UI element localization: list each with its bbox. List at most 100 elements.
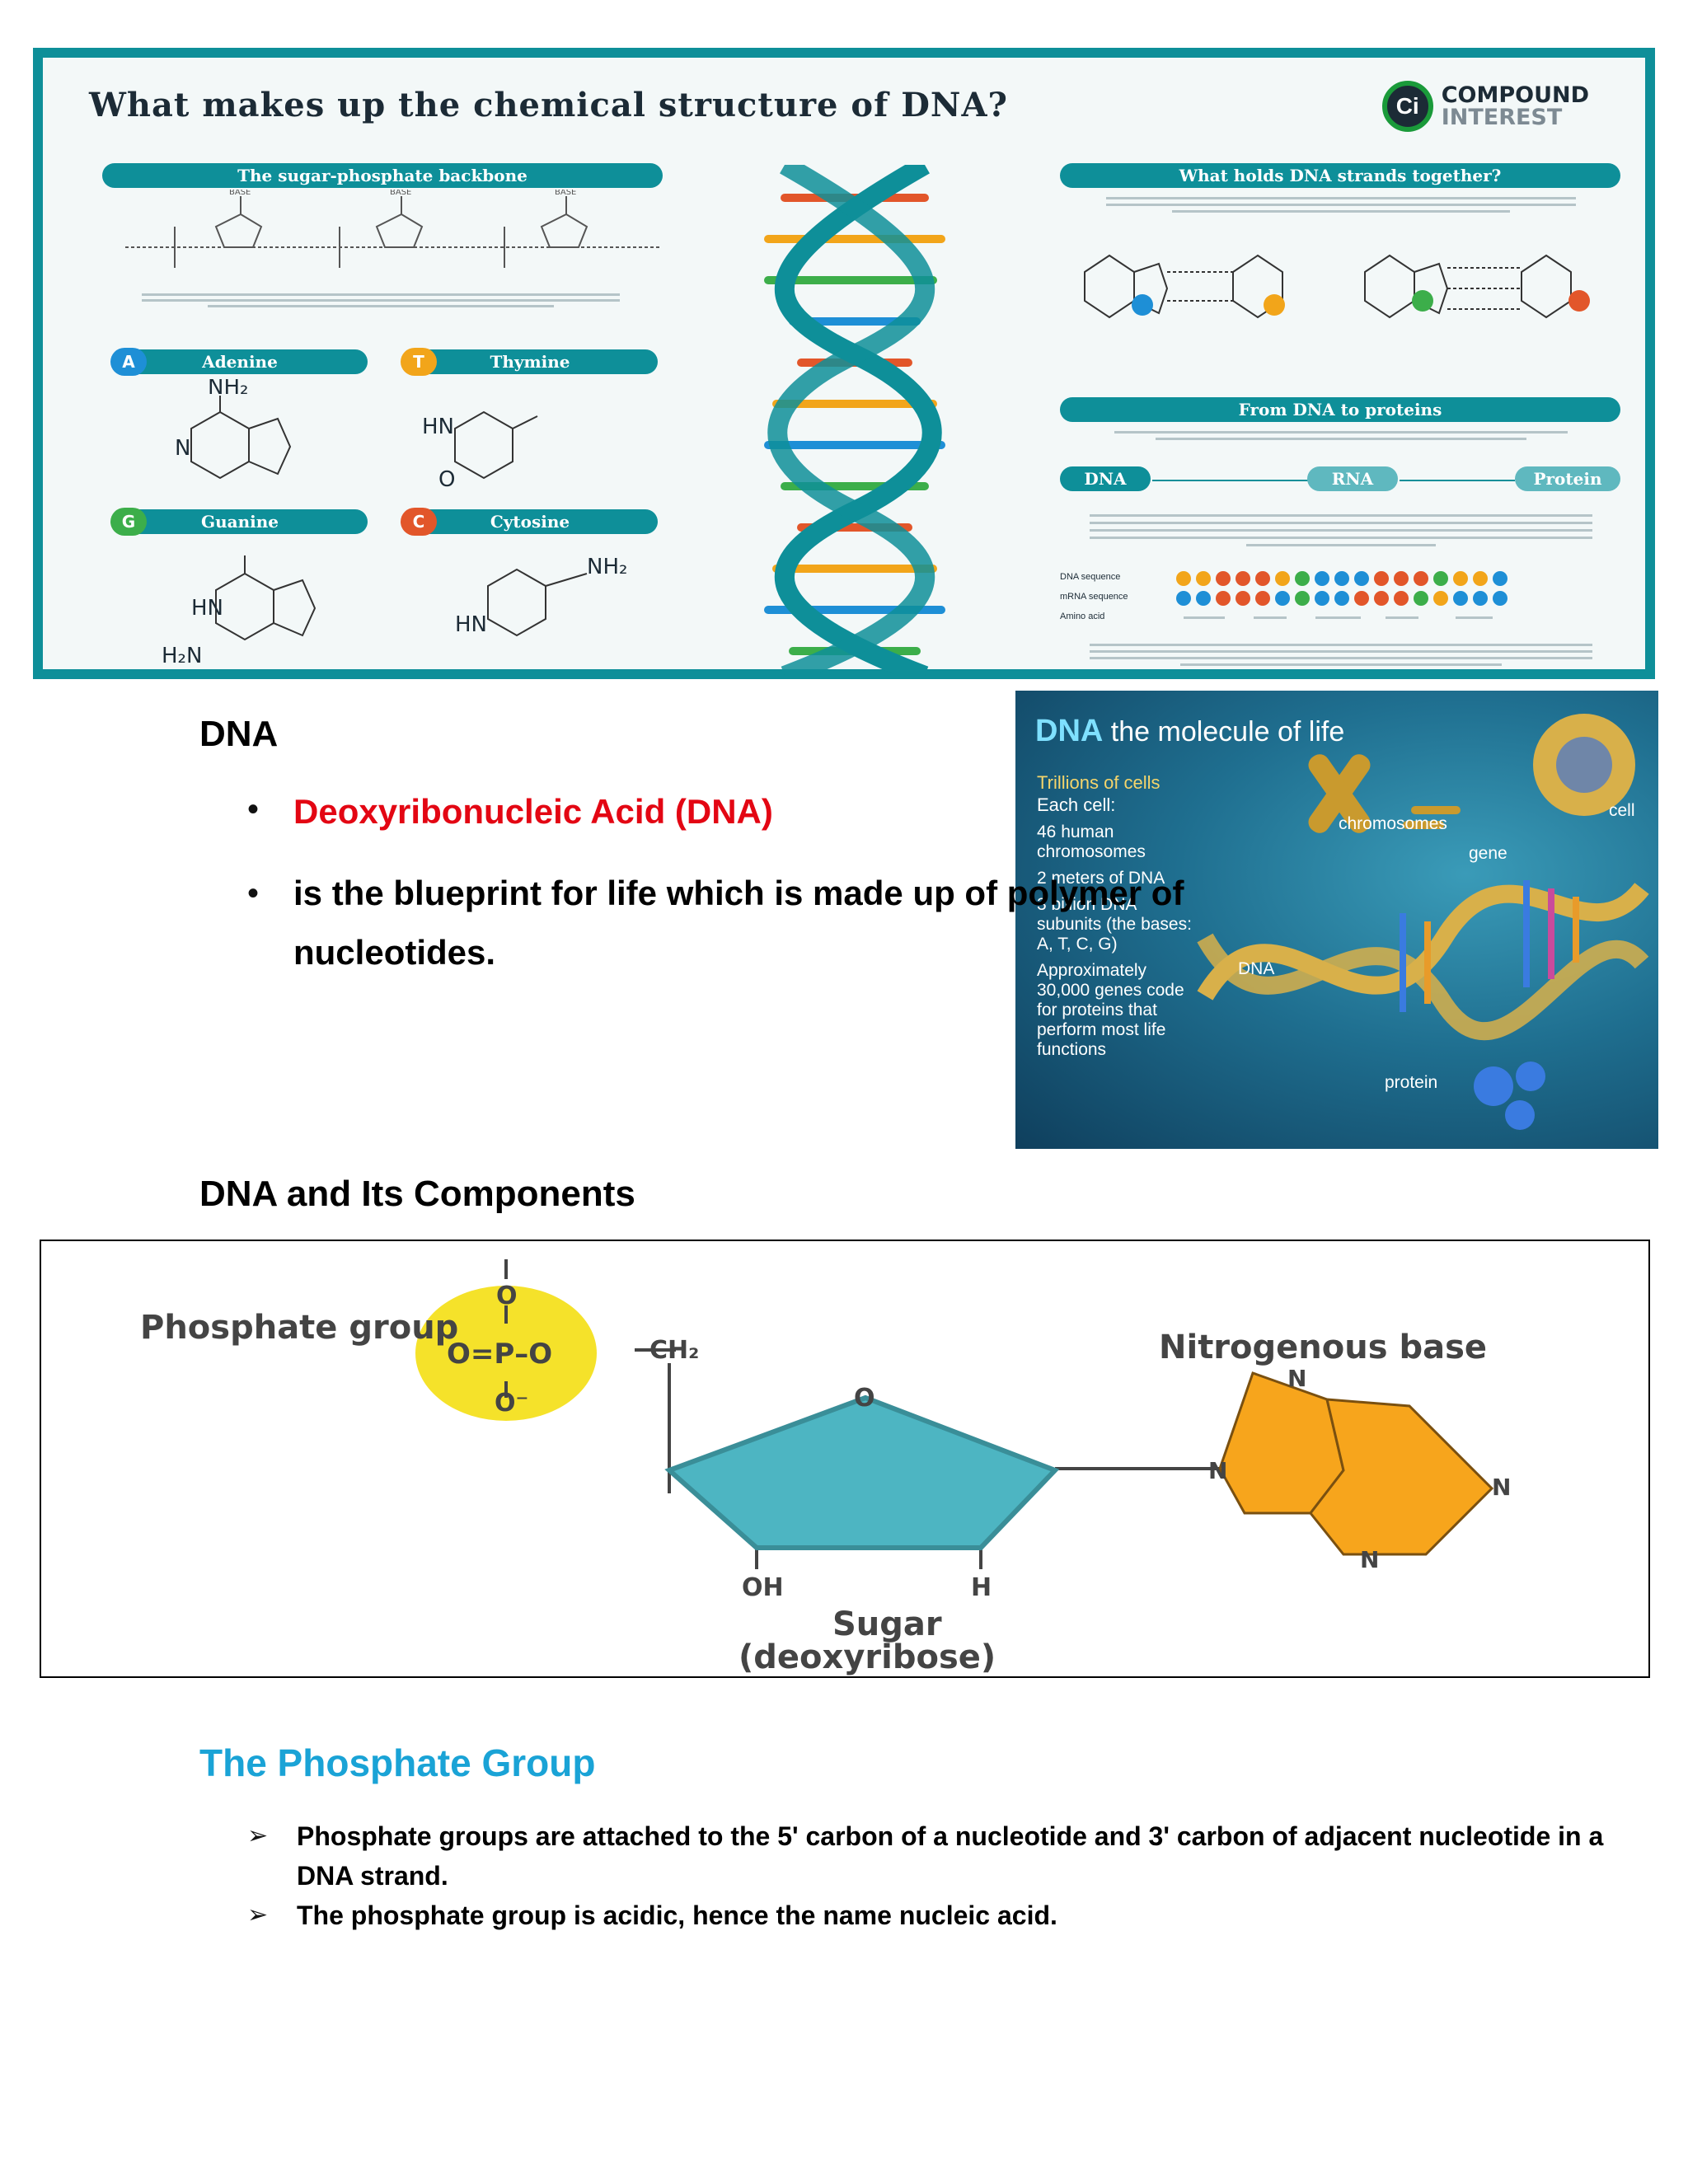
base-n-label: N [1287, 1365, 1306, 1392]
base-n-label: N [1492, 1474, 1511, 1501]
flow-protein: Protein [1515, 466, 1620, 491]
backbone-heading: The sugar-phosphate backbone [102, 163, 663, 188]
h-label: H [971, 1573, 992, 1602]
phosphate-heading: The Phosphate Group [199, 1741, 596, 1784]
guanine-cytosine-structures: H₂N HN NH₂ HN [162, 555, 627, 668]
sugar-sub-label: (deoxyribose) [738, 1638, 996, 1676]
backbone-base-label: BASE [229, 190, 251, 197]
base-n-label: N [1208, 1457, 1227, 1484]
phosphate-formula: O=P–O [447, 1338, 552, 1371]
adenine-thymine-structures: NH₂ HN N O [175, 379, 538, 492]
brand-mark: Ci [1381, 81, 1433, 132]
brand-line1: COMPOUND [1441, 82, 1589, 108]
phosphate-point-1: ➢ Phosphate groups are attached to the 5… [247, 1816, 1607, 1896]
life-illustration [1197, 714, 1649, 1130]
label-gene: gene [1469, 844, 1507, 863]
dna-sequence-label: DNA sequence [1060, 572, 1121, 582]
pairing-heading: What holds DNA strands together? [1060, 163, 1620, 188]
phosphate-point-1-text: Phosphate groups are attached to the 5' … [297, 1821, 1604, 1891]
life-intro: Trillions of cells Each cell: [1037, 771, 1160, 816]
proteins-heading: From DNA to proteins [1060, 397, 1620, 422]
nitrogenous-base-label: Nitrogenous base [1159, 1329, 1487, 1366]
proteins-caption-lines [1081, 427, 1601, 444]
infographic-title: What makes up the chemical structure of … [89, 86, 1008, 124]
label-nh2: NH₂ [208, 379, 248, 400]
amino-acid-label: Amino acid [1060, 612, 1105, 621]
life-item: 46 human chromosomes [1037, 823, 1146, 861]
label-hn: HN [422, 415, 454, 439]
arrow-bullet-icon: ➢ [247, 1901, 269, 1929]
life-item: Approximately 30,000 genes code for prot… [1037, 961, 1184, 1059]
nucleotide-components-figure: Phosphate group O=P–O O O⁻ CH₂ Nitrogeno… [40, 1240, 1650, 1678]
dna-bullet-2-text: is the blueprint for life which is made … [293, 874, 1184, 972]
brand-line2: INTEREST [1441, 105, 1563, 130]
life-title-bold: DNA [1035, 714, 1104, 748]
nucleotide-diagram: Phosphate group O=P–O O O⁻ CH₂ Nitrogeno… [140, 1259, 1511, 1676]
dna-bullet-2: • is the blueprint for life which is mad… [247, 864, 1365, 982]
base-name-thymine: Thymine [490, 352, 570, 372]
label-protein: protein [1385, 1073, 1438, 1092]
base-letter-a: A [110, 348, 147, 376]
double-helix [764, 165, 945, 676]
label-cell: cell [1609, 801, 1635, 820]
infographic-panel: What makes up the chemical structure of … [43, 58, 1645, 676]
bullet-icon: • [247, 875, 260, 912]
label-n: N [175, 436, 190, 461]
base-pill-thymine: T Thymine [401, 348, 658, 376]
bullet-icon: • [247, 791, 260, 827]
dna-bullet-1: • Deoxyribonucleic Acid (DNA) [247, 791, 773, 832]
label-h2n: H₂N [162, 644, 202, 668]
ribosome-caption-lines [1081, 640, 1601, 670]
life-title: DNA the molecule of life [1035, 714, 1344, 749]
sugar-label: Sugar [832, 1605, 942, 1643]
components-heading: DNA and Its Components [199, 1174, 635, 1214]
brand-logo: Ci COMPOUND INTEREST [1381, 81, 1589, 132]
ring-oxygen-label: O [854, 1384, 875, 1413]
label-nh2: NH₂ [587, 555, 627, 579]
base-pill-guanine: G Guanine [110, 508, 368, 536]
dna-infographic: What makes up the chemical structure of … [33, 48, 1655, 679]
label-hn: HN [455, 612, 487, 637]
base-letter-t: T [401, 348, 437, 376]
dna-bullet-1-text: Deoxyribonucleic Acid (DNA) [293, 792, 773, 831]
phosphate-point-2: ➢ The phosphate group is acidic, hence t… [247, 1896, 1607, 1935]
dna-rna-protein-flow: DNA RNA Protein [1060, 466, 1620, 494]
flow-rna: RNA [1307, 466, 1398, 491]
mrna-sequence-label: mRNA sequence [1060, 592, 1128, 602]
base-pairing-diagram [1084, 254, 1590, 319]
base-letter-c: C [401, 508, 437, 536]
life-list: 46 human chromosomes 2 meters of DNA 3 b… [1037, 823, 1202, 1066]
label-o: O [438, 467, 455, 492]
backbone-base-label: BASE [555, 190, 576, 197]
life-item: 3 billion DNA subunits (the bases: A, T,… [1037, 895, 1192, 954]
base-pill-cytosine: C Cytosine [401, 508, 658, 536]
label-dna: DNA [1238, 959, 1275, 978]
phosphate-point-2-text: The phosphate group is acidic, hence the… [297, 1900, 1057, 1930]
enzyme-caption-lines [1081, 509, 1601, 551]
base-n-label: N [1360, 1546, 1379, 1573]
sequence-dots [1176, 571, 1507, 619]
life-item: 2 meters of DNA [1037, 869, 1165, 888]
label-hn: HN [191, 596, 223, 621]
flow-dna: DNA [1060, 466, 1151, 491]
oh-label: OH [742, 1573, 784, 1602]
base-pill-adenine: A Adenine [110, 348, 368, 376]
life-line1: Trillions of cells [1037, 772, 1160, 793]
base-name-cytosine: Cytosine [490, 512, 570, 532]
label-chromosomes: chromosomes [1339, 814, 1447, 833]
pairing-caption-lines [1081, 193, 1601, 217]
arrow-bullet-icon: ➢ [247, 1822, 269, 1849]
life-line2: Each cell: [1037, 794, 1116, 815]
base-name-guanine: Guanine [201, 512, 279, 532]
dna-molecule-of-life-image: DNA the molecule of life Trillions of ce… [1015, 691, 1658, 1149]
sequence-table: DNA sequence mRNA sequence Amino acid [1060, 569, 1620, 635]
base-name-adenine: Adenine [202, 352, 278, 372]
backbone-caption-lines [109, 290, 653, 313]
ch2-label: CH₂ [649, 1336, 699, 1365]
backbone-diagram: BASE BASE BASE [125, 190, 661, 268]
base-letter-g: G [110, 508, 147, 536]
backbone-base-label: BASE [390, 190, 411, 197]
phosphate-group-label: Phosphate group [140, 1309, 458, 1347]
dna-heading: DNA [199, 714, 279, 754]
phosphate-bottom-o: O⁻ [495, 1389, 528, 1418]
